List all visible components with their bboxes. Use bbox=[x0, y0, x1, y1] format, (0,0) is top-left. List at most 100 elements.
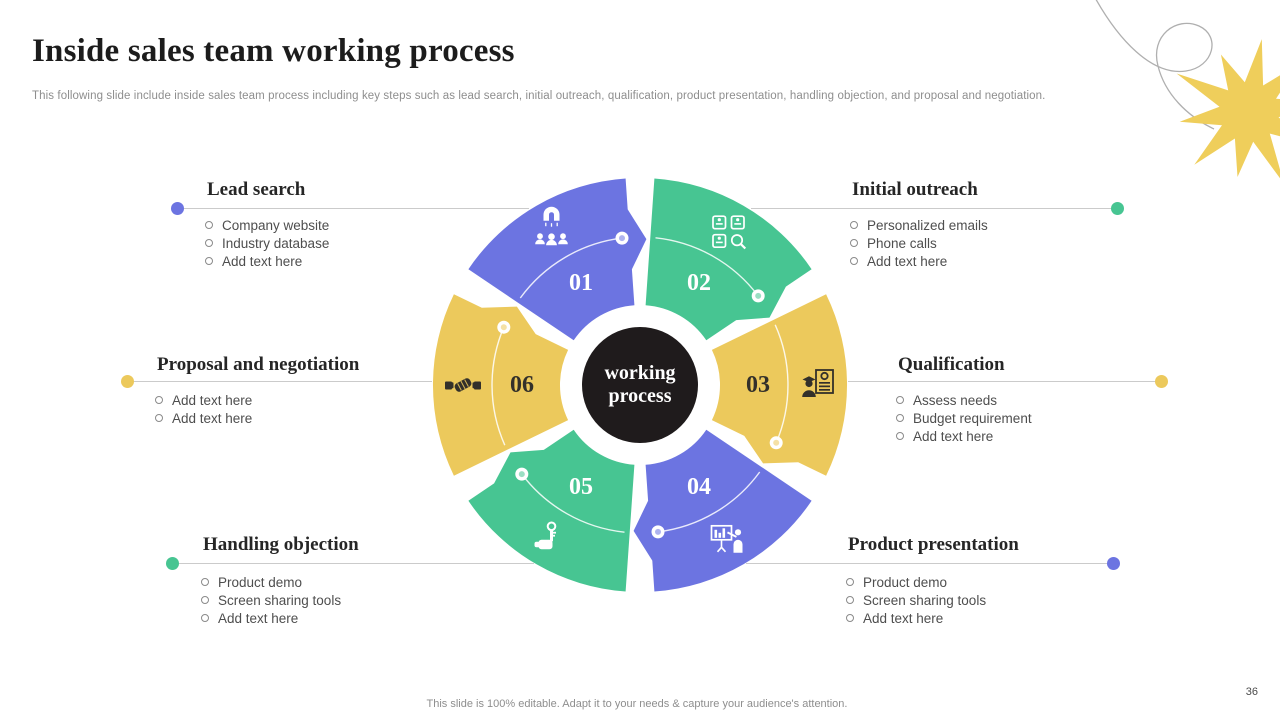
bullet-item: Company website bbox=[205, 216, 329, 234]
bullet-text: Personalized emails bbox=[867, 217, 988, 233]
circle-bullet-icon bbox=[850, 221, 858, 229]
circle-bullet-icon bbox=[205, 221, 213, 229]
bullet-text: Company website bbox=[222, 217, 330, 233]
swirl-line-decoration bbox=[1095, 0, 1215, 130]
segment-flow-arc bbox=[491, 326, 506, 446]
bullet-list-handling-objection: Product demo Screen sharing tools Add te… bbox=[201, 573, 341, 627]
bullet-item: Add text here bbox=[155, 391, 252, 409]
bullet-item: Add text here bbox=[201, 609, 341, 627]
bullet-text: Budget requirement bbox=[913, 410, 1032, 426]
circle-bullet-icon bbox=[155, 414, 163, 422]
segment-arc-dot-core bbox=[655, 528, 661, 535]
handshake-icon bbox=[445, 378, 481, 392]
circle-bullet-icon bbox=[201, 596, 209, 604]
bullet-list-qualification: Assess needs Budget requirement Add text… bbox=[896, 391, 1032, 445]
step-number-04: 04 bbox=[687, 474, 711, 500]
connector-dot bbox=[166, 557, 179, 570]
step-title-handling-objection: Handling objection bbox=[203, 534, 359, 555]
center-circle-label-line1: working bbox=[604, 362, 675, 384]
segment-flow-arc bbox=[655, 237, 759, 297]
step-title-product-presentation: Product presentation bbox=[848, 534, 1019, 555]
circle-bullet-icon bbox=[205, 239, 213, 247]
connector-lead-search bbox=[171, 202, 529, 215]
bullet-list-initial-outreach: Personalized emails Phone calls Add text… bbox=[850, 216, 988, 270]
circle-bullet-icon bbox=[846, 596, 854, 604]
bullet-item: Product demo bbox=[201, 573, 341, 591]
segment-shape-06 bbox=[432, 294, 569, 476]
circle-bullet-icon bbox=[896, 432, 904, 440]
connector-qualification bbox=[848, 375, 1168, 388]
center-circle bbox=[582, 327, 698, 443]
segment-shape-04 bbox=[633, 429, 812, 592]
circle-bullet-icon bbox=[896, 396, 904, 404]
bullet-item: Personalized emails bbox=[850, 216, 988, 234]
bullet-item: Product demo bbox=[846, 573, 986, 591]
segment-arc-dot-core bbox=[773, 439, 780, 446]
circle-bullet-icon bbox=[205, 257, 213, 265]
circle-bullet-icon bbox=[850, 257, 858, 265]
segment-arc-dot-core bbox=[755, 292, 762, 299]
bullet-text: Screen sharing tools bbox=[863, 592, 987, 608]
connector-initial-outreach bbox=[751, 202, 1124, 215]
step-number-06: 06 bbox=[510, 372, 534, 398]
connector-proposal-negotiation bbox=[121, 375, 432, 388]
bullet-text: Industry database bbox=[222, 235, 330, 251]
bullet-text: Phone calls bbox=[867, 235, 937, 251]
outreach-channels-icon bbox=[712, 215, 747, 250]
segment-arc-dot-core bbox=[619, 235, 625, 242]
bullet-text: Screen sharing tools bbox=[218, 592, 342, 608]
segment-shape-02 bbox=[645, 178, 812, 341]
page-title: Inside sales team working process bbox=[32, 33, 515, 69]
circle-bullet-icon bbox=[201, 614, 209, 622]
bullet-text: Add text here bbox=[913, 428, 994, 444]
step-title-lead-search: Lead search bbox=[207, 179, 306, 200]
hand-key-icon bbox=[534, 521, 557, 550]
process-segment-05: 05 bbox=[468, 429, 635, 592]
segment-flow-arc bbox=[519, 237, 623, 299]
bullet-text: Add text here bbox=[172, 410, 253, 426]
segment-shape-05 bbox=[468, 429, 635, 592]
bullet-item: Add text here bbox=[155, 409, 252, 427]
bullet-item: Screen sharing tools bbox=[846, 591, 986, 609]
circle-bullet-icon bbox=[846, 578, 854, 586]
star-burst-decoration bbox=[1176, 39, 1280, 179]
circle-bullet-icon bbox=[846, 614, 854, 622]
bullet-list-lead-search: Company website Industry database Add te… bbox=[205, 216, 329, 270]
segment-flow-arc bbox=[521, 473, 625, 533]
segment-arc-dot-core bbox=[518, 471, 525, 478]
segment-shape-03 bbox=[711, 294, 848, 476]
step-number-02: 02 bbox=[687, 270, 711, 296]
connector-dot bbox=[121, 375, 134, 388]
magnet-audience-icon bbox=[535, 206, 568, 246]
step-number-01: 01 bbox=[569, 270, 593, 296]
bullet-list-proposal-negotiation: Add text here Add text here bbox=[155, 391, 252, 427]
segment-flow-arc bbox=[774, 324, 789, 444]
bullet-list-product-presentation: Product demo Screen sharing tools Add te… bbox=[846, 573, 986, 627]
step-title-initial-outreach: Initial outreach bbox=[852, 179, 978, 200]
circle-bullet-icon bbox=[896, 414, 904, 422]
circle-bullet-icon bbox=[201, 578, 209, 586]
bullet-text: Add text here bbox=[222, 253, 303, 269]
connector-dot bbox=[1111, 202, 1124, 215]
bullet-text: Add text here bbox=[863, 610, 944, 626]
circle-bullet-icon bbox=[155, 396, 163, 404]
page-subtitle: This following slide include inside sale… bbox=[32, 90, 1046, 102]
footer-note: This slide is 100% editable. Adapt it to… bbox=[426, 698, 848, 710]
circle-bullet-icon bbox=[850, 239, 858, 247]
page-number: 36 bbox=[1245, 686, 1258, 698]
process-segment-03: 03 bbox=[711, 294, 848, 476]
process-segment-01: 01 bbox=[468, 178, 647, 341]
qualification-certificate-icon bbox=[802, 369, 834, 397]
segment-shape-01 bbox=[468, 178, 647, 341]
step-number-03: 03 bbox=[746, 372, 770, 398]
process-segment-02: 02 bbox=[645, 178, 812, 341]
connector-dot bbox=[171, 202, 184, 215]
process-segment-04: 04 bbox=[633, 429, 812, 592]
presentation-board-icon bbox=[710, 524, 743, 553]
bullet-item: Screen sharing tools bbox=[201, 591, 341, 609]
bullet-text: Product demo bbox=[218, 574, 303, 590]
process-segment-06: 06 bbox=[432, 294, 569, 476]
step-number-05: 05 bbox=[569, 474, 593, 500]
